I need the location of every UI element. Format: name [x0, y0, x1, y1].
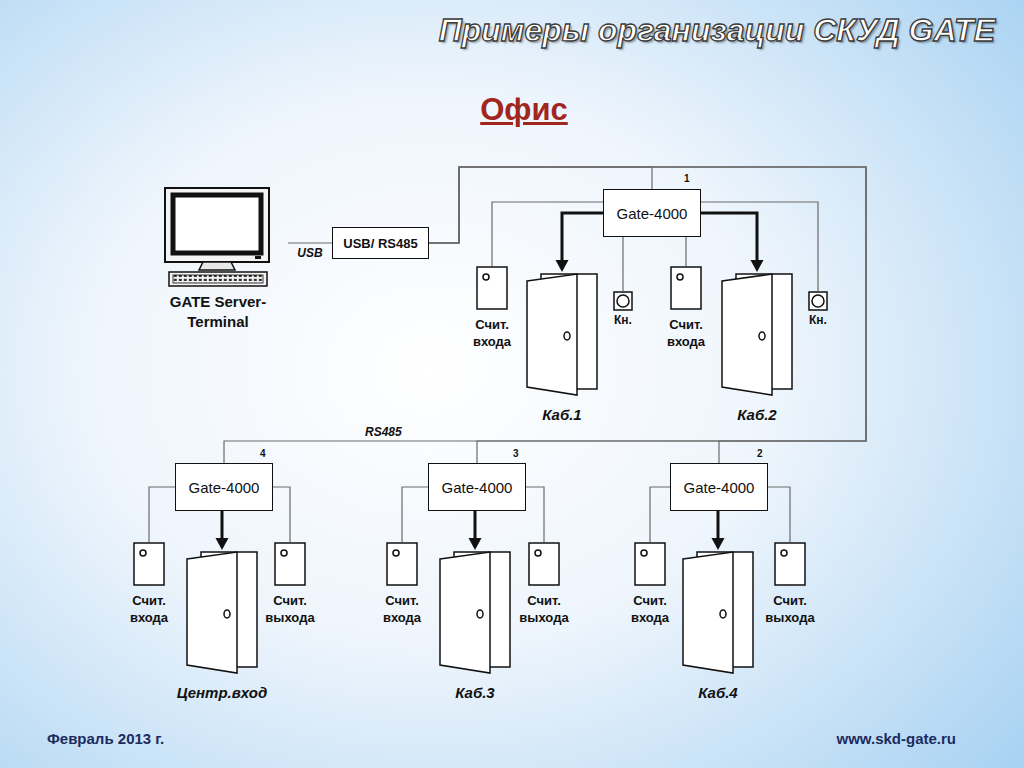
control-arrow	[717, 511, 720, 538]
exit-button: Кн.	[798, 291, 838, 327]
door: Центр.вход	[172, 550, 272, 701]
door-icon	[185, 550, 259, 675]
controller-box: Gate-4000	[603, 189, 701, 237]
bus-label: RS485	[365, 425, 402, 439]
node-label: GATE Server-Terminal	[148, 292, 288, 332]
arrow-head	[751, 260, 764, 272]
node-label: Счит. входа	[618, 592, 682, 626]
node-label: Счит. входа	[460, 316, 524, 350]
card-reader: Счит. входа	[460, 266, 524, 350]
node-label: Каб.2	[707, 406, 807, 423]
button-icon	[613, 291, 633, 311]
reader-icon	[528, 542, 560, 586]
control-arrow	[221, 511, 224, 538]
arrow-head	[556, 260, 569, 272]
node-label: Каб.4	[668, 684, 768, 701]
wire	[768, 487, 790, 542]
reader-icon	[274, 542, 306, 586]
footer-url: www.skd-gate.ru	[760, 730, 956, 747]
door-icon	[525, 272, 599, 397]
wire	[685, 237, 686, 266]
control-arrow	[474, 511, 477, 538]
node-label: Счит. выхода	[758, 592, 822, 626]
computer-icon	[163, 186, 273, 288]
node-label: Каб.1	[512, 406, 612, 423]
door: Каб.3	[425, 550, 525, 701]
door: Каб.4	[668, 550, 768, 701]
box-label: Gate-4000	[684, 479, 755, 496]
callout-number: 3	[513, 448, 519, 459]
slide-title: Примеры организации СКУД GATE	[439, 12, 995, 49]
door: Каб.1	[512, 272, 612, 423]
section-heading: Офис	[424, 92, 624, 128]
reader-icon	[634, 542, 666, 586]
node-label: Счит. выхода	[512, 592, 576, 626]
reader-icon	[774, 542, 806, 586]
door: Каб.2	[707, 272, 807, 423]
card-reader: Счит. выхода	[258, 542, 322, 626]
box-label: Gate-4000	[617, 205, 688, 222]
card-reader: Счит. входа	[370, 542, 434, 626]
reader-icon	[476, 266, 508, 310]
wire	[429, 167, 866, 463]
card-reader: Счит. входа	[117, 542, 181, 626]
door-icon	[720, 272, 794, 397]
callout-number: 1	[684, 173, 690, 184]
wire	[492, 202, 603, 266]
wire	[224, 167, 866, 463]
controller-box: Gate-4000	[175, 463, 273, 511]
reader-icon	[386, 542, 418, 586]
node-label: Кн.	[798, 313, 838, 327]
wire	[622, 237, 623, 291]
wire	[429, 167, 866, 463]
node-label: Счит. входа	[117, 592, 181, 626]
wire	[149, 487, 175, 542]
arrow-head	[469, 538, 482, 550]
controller-box: Gate-4000	[428, 463, 526, 511]
controller-box: Gate-4000	[670, 463, 768, 511]
node-label: Счит. входа	[654, 316, 718, 350]
door-icon	[438, 550, 512, 675]
node-label: Каб.3	[425, 684, 525, 701]
reader-icon	[670, 266, 702, 310]
wire	[650, 487, 670, 542]
edge-label: USB	[297, 246, 322, 260]
node-label: Центр.вход	[172, 684, 272, 701]
wire	[288, 242, 332, 243]
box-label: Gate-4000	[442, 479, 513, 496]
box-label: Gate-4000	[189, 479, 260, 496]
interface-converter: USB/ RS485	[332, 227, 429, 259]
server-terminal: GATE Server-Terminal	[148, 186, 288, 332]
box-label: USB/ RS485	[343, 236, 417, 251]
reader-icon	[133, 542, 165, 586]
wire	[402, 487, 428, 542]
door-icon	[681, 550, 755, 675]
control-arrow	[562, 213, 603, 260]
footer-date: Февраль 2013 г.	[47, 730, 164, 747]
wire	[526, 487, 544, 542]
exit-button: Кн.	[603, 291, 643, 327]
callout-number: 4	[260, 448, 266, 459]
callout-number: 2	[757, 448, 763, 459]
arrow-head	[712, 538, 725, 550]
card-reader: Счит. входа	[654, 266, 718, 350]
wire	[273, 487, 290, 542]
card-reader: Счит. выхода	[758, 542, 822, 626]
node-label: Счит. входа	[370, 592, 434, 626]
node-label: Счит. выхода	[258, 592, 322, 626]
arrow-head	[216, 538, 229, 550]
card-reader: Счит. входа	[618, 542, 682, 626]
control-arrow	[701, 213, 757, 260]
button-icon	[808, 291, 828, 311]
card-reader: Счит. выхода	[512, 542, 576, 626]
node-label: Кн.	[603, 313, 643, 327]
